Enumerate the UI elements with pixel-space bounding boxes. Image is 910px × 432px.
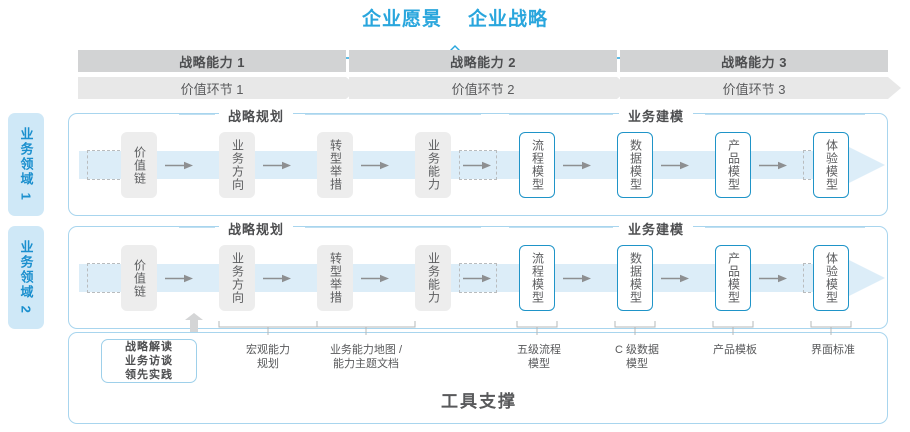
modeling-node-8[interactable]: 体验模型 [813,245,849,311]
section-rule [509,114,613,115]
capability-cell-1: 战略能力 1 [78,50,346,72]
planning-node-3[interactable]: 转型举措 [317,132,353,198]
placeholder-box-start [87,150,125,180]
flow-arrow-icon [563,274,591,283]
flow-arrow-icon [463,161,491,170]
domain-row-2-inner: 价值链 业务方向 转型举措 业务能力 流程模型 数据模型 产品模型 体验模型 战略规划 业务建模 [69,219,887,328]
planning-node-2[interactable]: 业务方向 [219,132,255,198]
flow-arrow-icon [165,161,193,170]
tooling-title: 工具支撑 [441,392,517,411]
flow-arrow-icon [263,161,291,170]
tooling-panel: 工具支撑 战略解读业务访谈领先实践 宏观能力规划 业务能力地图 /能力主题文档 五级… [68,321,888,424]
planning-node-4[interactable]: 业务能力 [415,132,451,198]
flow-arrow-icon [661,274,689,283]
modeling-node-6[interactable]: 数据模型 [617,132,653,198]
value-stage-1: 价值环节 1 [78,77,359,99]
top-titles: 企业愿景 企业战略 [0,4,910,31]
tool-to-node-arrow-icon [185,313,203,333]
capability-cell-2: 战略能力 2 [349,50,617,72]
planning-node-3[interactable]: 转型举措 [317,245,353,311]
flow-arrow-icon [361,161,389,170]
capability-cell-3: 战略能力 3 [620,50,888,72]
modeling-node-label: 产品模型 [726,252,741,304]
modeling-node-5[interactable]: 流程模型 [519,132,555,198]
section-title-planning: 战略规划 [219,219,294,238]
placeholder-box-middle [459,263,497,293]
enterprise-strategy-title: 企业战略 [468,9,549,30]
planning-node-label: 价值链 [132,258,147,298]
value-stage-2-label: 价值环节 2 [451,81,515,97]
planning-node-4[interactable]: 业务能力 [415,245,451,311]
section-rule [509,227,613,228]
flow-arrow-icon [263,274,291,283]
section-rule [705,227,865,228]
section-rule [179,227,215,228]
tooling-caption-3: 五级流程模型 [517,344,561,370]
section-rule [179,114,215,115]
section-title-modeling: 业务建模 [619,106,694,125]
section-rule [705,114,865,115]
planning-node-label: 业务方向 [230,252,245,304]
tooling-caption-4: C 级数据模型 [615,344,659,370]
modeling-node-label: 体验模型 [824,252,839,304]
flow-arrow-icon [759,161,787,170]
modeling-node-label: 流程模型 [530,139,545,191]
modeling-node-8[interactable]: 体验模型 [813,132,849,198]
flow-arrow-icon [361,274,389,283]
enterprise-vision-title: 企业愿景 [361,9,442,30]
placeholder-box-start [87,263,125,293]
flow-arrow-icon [463,274,491,283]
value-stage-1-label: 价值环节 1 [180,81,244,97]
planning-node-label: 业务方向 [230,139,245,191]
modeling-node-label: 数据模型 [628,252,643,304]
tooling-caption-6: 界面标准 [811,344,855,356]
section-rule [305,114,481,115]
modeling-node-7[interactable]: 产品模型 [715,245,751,311]
flow-arrow-icon [661,161,689,170]
modeling-node-6[interactable]: 数据模型 [617,245,653,311]
domain-tab-1: 业务领域 1 [8,113,44,216]
section-rule [305,227,481,228]
value-stage-2: 价值环节 2 [349,77,630,99]
placeholder-box-middle [459,150,497,180]
planning-node-label: 转型举措 [328,139,343,191]
tooling-caption-1: 宏观能力规划 [246,344,290,370]
flow-arrow-icon [165,274,193,283]
value-stage-3: 价值环节 3 [620,77,901,99]
capability-band: 战略能力 1 战略能力 2 战略能力 3 [78,50,888,72]
modeling-node-label: 数据模型 [628,139,643,191]
modeling-node-label: 流程模型 [530,252,545,304]
domain-row-1-inner: 价值链 业务方向 转型举措 业务能力 流程模型 数据模型 产品模型 体验模型 战略规划 业务建模 [69,106,887,215]
value-stage-3-label: 价值环节 3 [722,81,786,97]
value-stage-band: 价值环节 1 价值环节 2 价值环节 3 [78,77,901,99]
planning-node-label: 业务能力 [426,252,441,304]
tooling-caption-5: 产品模板 [713,344,757,356]
modeling-node-label: 体验模型 [824,139,839,191]
planning-node-label: 转型举措 [328,252,343,304]
modeling-node-5[interactable]: 流程模型 [519,245,555,311]
modeling-node-label: 产品模型 [726,139,741,191]
domain-tab-1-label: 业务领域 1 [18,127,34,202]
domain-row-2: 价值链 业务方向 转型举措 业务能力 流程模型 数据模型 产品模型 体验模型 战略规划 业务建模 [68,219,888,333]
section-title-planning: 战略规划 [219,106,294,125]
domain-tab-2-label: 业务领域 2 [18,240,34,315]
flow-arrow-icon [759,274,787,283]
planning-node-1[interactable]: 价值链 [121,245,157,311]
tooling-brackets [218,321,852,335]
tooling-caption-2: 业务能力地图 /能力主题文档 [329,344,403,370]
domain-row-1: 价值链 业务方向 转型举措 业务能力 流程模型 数据模型 产品模型 体验模型 战略规划 业务建模 [68,106,888,216]
planning-node-2[interactable]: 业务方向 [219,245,255,311]
tooling-primary-box: 战略解读业务访谈领先实践 [101,339,197,383]
domain-tab-2: 业务领域 2 [8,226,44,329]
modeling-node-7[interactable]: 产品模型 [715,132,751,198]
planning-node-label: 业务能力 [426,139,441,191]
section-title-modeling: 业务建模 [619,219,694,238]
planning-node-1[interactable]: 价值链 [121,132,157,198]
flow-arrow-icon [563,161,591,170]
planning-node-label: 价值链 [132,145,147,185]
